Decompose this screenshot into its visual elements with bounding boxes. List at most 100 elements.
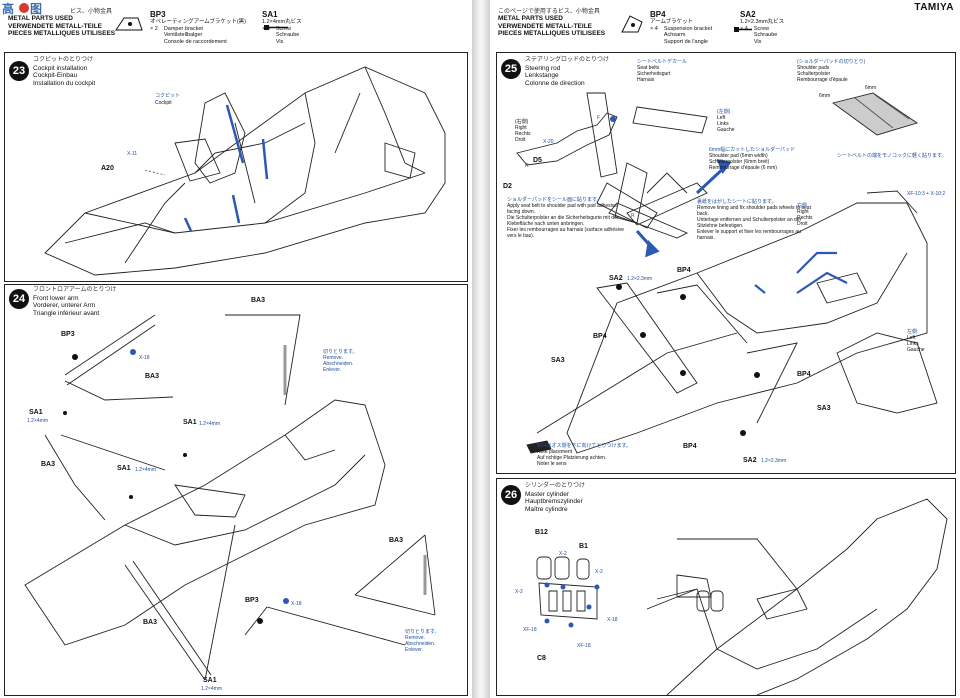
- pads-note-jp: (ショルダーパッドの切りとり): [797, 59, 866, 65]
- pads-note: (ショルダーパッドの切りとり) Shoulder pads Schulterpo…: [797, 59, 865, 83]
- cut-note-fr: Enlever.: [323, 367, 342, 373]
- label-ba3: BA3: [145, 373, 160, 380]
- label-d2: D2: [503, 183, 512, 190]
- label-ba3: BA3: [389, 537, 404, 544]
- apply-note-en: Apply seat belt to shoulder pad with pad…: [507, 203, 618, 215]
- label-right: (右側) Right Rechts Droit: [515, 119, 531, 143]
- part-de: Schraube: [753, 32, 778, 38]
- label-right-fr: Droit: [515, 137, 526, 143]
- cut-note: 切りとります。 Remove. Abschneiden. Enlever.: [323, 349, 358, 373]
- paint-dot-icon: [560, 584, 566, 590]
- header-fr: PIECES METALLIQUES UTILISEES: [8, 30, 116, 37]
- belts-note-fr: Harnais: [637, 77, 655, 83]
- part-en: Damper bracket: [163, 25, 203, 32]
- header-en: METAL PARTS USED: [8, 15, 74, 22]
- part-count: × 4: [740, 25, 748, 32]
- label-left2-de: Links: [907, 341, 919, 347]
- metal-parts-header: ビス、小物金具 METAL PARTS USED VERWENDETE META…: [8, 6, 115, 38]
- label-right-jp: (右側): [515, 119, 529, 125]
- paint-dot-icon: [568, 622, 574, 628]
- step-title-de: Hauptbremszylinder: [525, 498, 583, 505]
- label-sa1-size: 1.2×4mm: [135, 467, 156, 473]
- step-number-badge: 25: [501, 59, 521, 79]
- belt-edge-note: シートベルトの端をモノコックに軽く貼ります。: [837, 153, 947, 159]
- part-code: SA1: [262, 10, 278, 19]
- step-title-fr: Triangle inférieur avant: [33, 309, 100, 317]
- pads-note-fr: Rembourrage d'épaule: [797, 77, 848, 83]
- part-jp: アームブラケット: [650, 19, 694, 25]
- metal-parts-header: このページで使用するビス、小物金具 METAL PARTS USED VERWE…: [498, 6, 605, 38]
- header-jp: このページで使用するビス、小物金具: [498, 9, 600, 15]
- label-bp4: BP4: [593, 333, 607, 340]
- label-ba3: BA3: [143, 619, 158, 626]
- label-left-en: Left: [717, 115, 726, 121]
- belts-note: シートベルトデカール Seat belts Sicherheitsgurt Ha…: [637, 59, 687, 83]
- label-sa2-size: 1.2×2.3mm: [761, 458, 787, 464]
- step-title-jp: フロントロアアームのとりつけ: [33, 287, 117, 293]
- belts-note-jp: シートベルトデカール: [637, 59, 688, 65]
- label-left-fr: Gauche: [717, 127, 735, 133]
- step-title-en: Steering rod: [525, 64, 561, 72]
- step-26-panel: 26 シリンダーのとりつけ Master cylinder Hauptbrems…: [496, 478, 956, 696]
- label-right-en: Right: [515, 125, 527, 131]
- label-ba3: BA3: [41, 461, 56, 468]
- step-number-badge: 26: [501, 485, 521, 505]
- part-de: Achsarm: [663, 32, 686, 38]
- front-lower-arm-drawing: [24, 314, 436, 681]
- cut-note-de: Abschneiden.: [323, 361, 354, 367]
- cut-note-en: Remove.: [323, 355, 344, 361]
- label-d5: D5: [533, 157, 542, 164]
- label-sa1: SA1: [117, 465, 131, 472]
- part-count: × 4: [650, 25, 658, 32]
- label-b1: B1: [579, 543, 588, 550]
- label-cockpit-jp: コクピット: [155, 93, 181, 99]
- label-x2: X-2: [559, 551, 567, 557]
- label-bp3: BP3: [61, 331, 75, 338]
- belts-note-de: Sicherheitsgurt: [637, 71, 671, 77]
- step-number-badge: 23: [9, 61, 29, 81]
- label-sa3: SA3: [817, 405, 831, 412]
- header-jp: ビス、小物金具: [70, 9, 113, 15]
- pads-note-de: Schulterpolster: [797, 71, 831, 77]
- label-cockpit: Cockpit: [155, 100, 172, 106]
- part-sa2: SA2 1.2×2.3mm丸ビス × 4 Screw Schraube Vis: [740, 10, 784, 45]
- label-right2-jp: 右側: [797, 203, 808, 209]
- part-fr: Console de raccordement: [163, 38, 227, 45]
- apply-note-jp: ショルダーパッドをシール面に貼ります。: [507, 197, 602, 203]
- step-title: コクピットのとりつけ Cockpit installation Cockpit-…: [33, 57, 95, 87]
- label-sa2: SA2: [609, 275, 623, 282]
- lining-note: 裏紙をはがしたシートに貼ります。 Remove lining and fix s…: [697, 199, 817, 241]
- apply-note: ショルダーパッドをシール面に貼ります。 Apply seat belt to s…: [507, 197, 627, 239]
- part-fr: Vis: [275, 38, 284, 45]
- label-r: R: [631, 213, 635, 219]
- left-side-note: (左側) Left Links Gauche: [717, 109, 735, 133]
- step-title-de: Vorderer, unterer Arm: [33, 302, 96, 309]
- label-x11: X-11: [127, 151, 138, 157]
- label-c8: C8: [537, 655, 546, 662]
- label-x18: X-18: [291, 601, 302, 607]
- lining-note-jp: 裏紙をはがしたシートに貼ります。: [697, 199, 777, 205]
- page-gutter: [472, 0, 490, 698]
- label-a20: A20: [101, 165, 114, 172]
- svg-text:高: 高: [2, 1, 14, 16]
- screw-icon: [264, 25, 288, 30]
- pad6-note-fr: Rembourrage d'épaule (6 mm): [709, 165, 777, 171]
- step-title: フロントロアアームのとりつけ Front lower arm Vorderer,…: [33, 287, 117, 317]
- label-b12: B12: [535, 529, 548, 536]
- lining-note-de: Unterlage entfernen und Schulterpolster …: [697, 217, 802, 229]
- label-sa1-size: 1.2×4mm: [201, 686, 222, 692]
- part-en: Screw: [275, 25, 292, 32]
- step-title-jp: コクピットのとりつけ: [33, 57, 94, 63]
- apply-note-fr: Fixer les rembourrages au harnais (surfa…: [507, 227, 624, 239]
- bp4-note-de: Auf richtige Platzierung achten.: [537, 455, 607, 461]
- part-count: × 2: [150, 25, 158, 32]
- label-left-jp: (左側): [717, 109, 731, 115]
- label-xf18: XF-18: [523, 627, 537, 633]
- part-jp: 1.2×4mm丸ビス: [262, 19, 302, 25]
- label-6mm: 6mm: [819, 93, 831, 99]
- paint-dot-icon: [594, 584, 600, 590]
- label-x18: X-18: [139, 355, 150, 361]
- label-xf18: XF-18: [577, 643, 591, 649]
- label-left2-fr: Gauche: [907, 347, 925, 353]
- label-bp4: BP4: [683, 443, 697, 450]
